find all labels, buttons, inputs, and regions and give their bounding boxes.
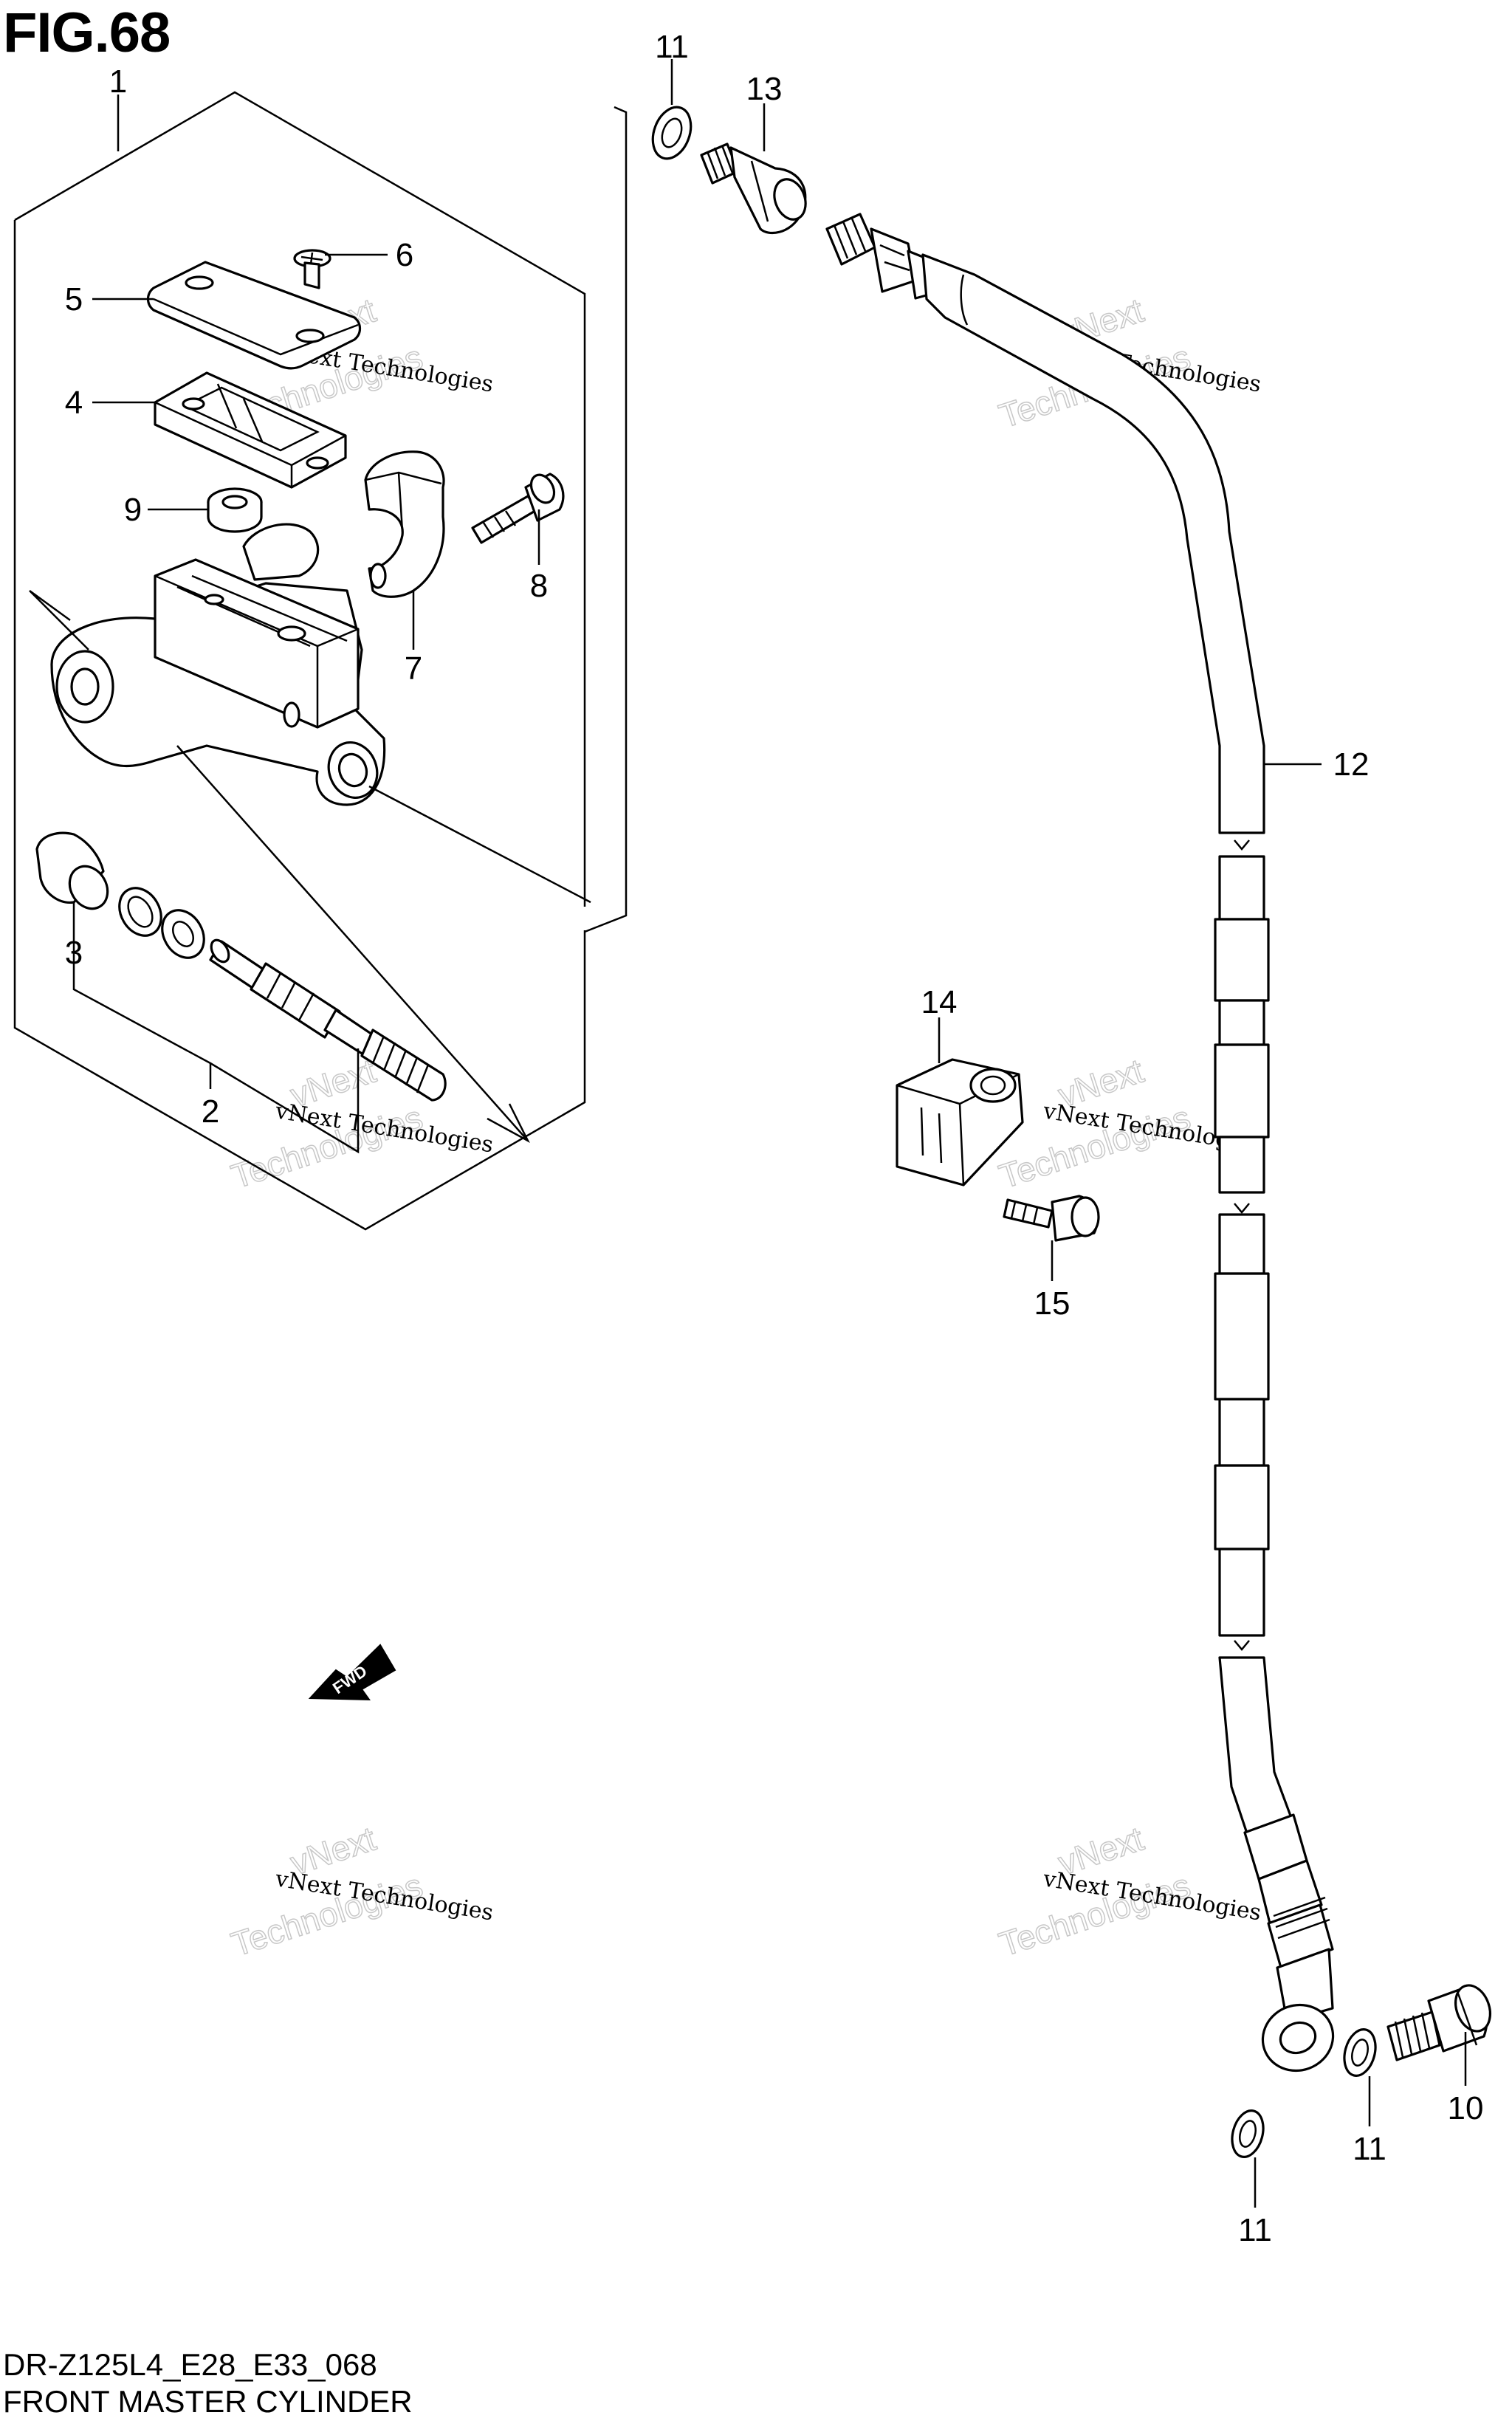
diaphragm-plate (154, 371, 347, 489)
watermark-3: vNext Technologies vNext Technologies (226, 1051, 495, 1196)
holder-bolt (471, 473, 565, 544)
callout-7: 7 (405, 650, 422, 687)
forward-direction-icon: FWD (308, 1644, 396, 1701)
callout-8: 8 (530, 568, 548, 604)
callout-6: 6 (396, 237, 413, 273)
callout-14: 14 (921, 984, 958, 1020)
callout-5: 5 (65, 281, 83, 317)
callout-11-top: 11 (655, 29, 689, 65)
washer-top (651, 106, 693, 160)
pipe-group-bracket (584, 106, 628, 933)
piston-washer (161, 909, 205, 959)
callout-2: 2 (202, 1093, 219, 1130)
leader-lines (72, 59, 1467, 2208)
hose-clamp (896, 1058, 1024, 1187)
grommet (207, 487, 263, 533)
piston-circlip (118, 887, 162, 937)
leader-pointer (29, 589, 89, 650)
reservoir-cap (146, 261, 362, 370)
callout-10: 10 (1448, 2090, 1484, 2126)
clamp-bolt (1003, 1195, 1100, 1242)
watermark-6: vNext Technologies vNext Technologies (994, 1819, 1262, 1964)
callout-3: 3 (65, 935, 83, 971)
callout-4: 4 (65, 385, 83, 421)
diagram-name: FRONT MASTER CYLINDER (3, 2384, 413, 2419)
brake-hose (700, 142, 1335, 2073)
piston-assembly (209, 938, 447, 1102)
callout-11-right: 11 (1353, 2131, 1386, 2167)
callout-9: 9 (124, 492, 142, 528)
master-cylinder-holder (364, 450, 445, 598)
callout-15: 15 (1034, 1285, 1071, 1322)
union-bolt (1386, 1984, 1491, 2061)
piston-dust-boot (35, 831, 109, 910)
callout-12: 12 (1333, 746, 1370, 783)
callout-13: 13 (746, 71, 783, 107)
washer-bottom (1231, 2109, 1265, 2158)
figure-title: FIG.68 (3, 1, 171, 64)
washer-right (1343, 2028, 1377, 2077)
watermark-group: vNext Technologies vNext Technologies vN… (226, 290, 1262, 1964)
assembly-outline (13, 91, 586, 1231)
callout-1: 1 (109, 63, 127, 100)
diagram-code: DR-Z125L4_E28_E33_068 (3, 2347, 377, 2382)
callout-labels: 1 2 3 4 5 6 7 8 9 10 11 11 11 12 13 14 1… (65, 29, 1484, 2248)
cap-screw (293, 249, 331, 289)
watermark-5: vNext Technologies vNext Technologies (226, 1819, 495, 1964)
cylinder-outlet-line (368, 785, 591, 904)
callout-11-bottom: 11 (1238, 2212, 1272, 2248)
piston-axis-line (176, 745, 530, 1144)
master-cylinder-body (50, 523, 386, 806)
